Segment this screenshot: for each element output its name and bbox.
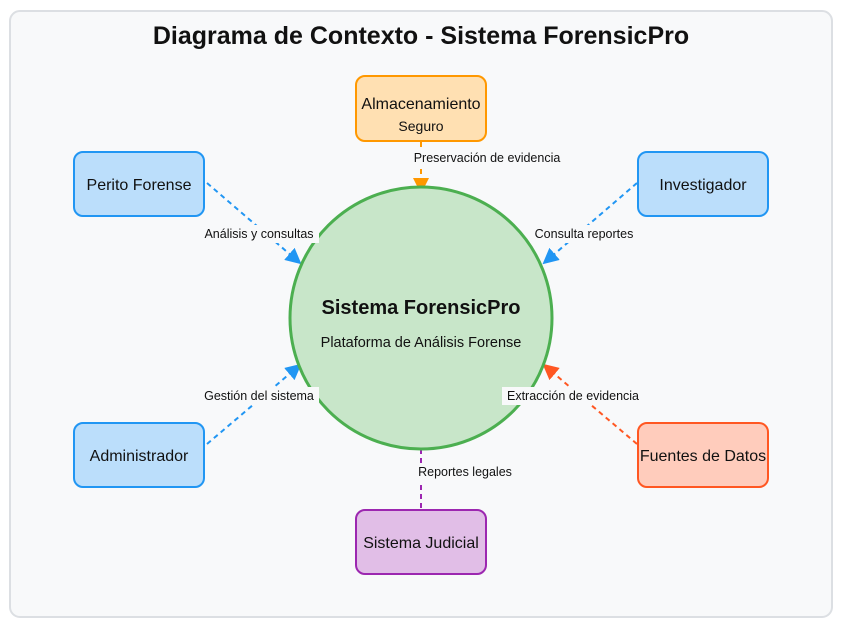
flow-investigador-label-bg [530,225,638,243]
flow-storage-label-bg [408,149,568,167]
entity-storage-box[interactable] [355,75,487,142]
flow-perito-label: Análisis y consultas [204,227,313,241]
entity-storage-line2: Seguro [398,118,443,134]
flow-fuentes-line [542,363,638,445]
system-circle[interactable] [288,185,554,451]
entity-storage[interactable]: Almacenamiento Seguro [355,75,487,142]
entity-judicial-label: Sistema Judicial [363,535,479,552]
entity-storage-line1: Almacenamiento [361,96,480,113]
entity-fuentes-box[interactable] [637,422,769,488]
flow-storage-label: Preservación de evidencia [414,151,561,165]
entity-perito-box[interactable] [73,151,205,217]
entity-administrador[interactable]: Administrador [73,422,205,488]
diagram-title: Diagrama de Contexto - Sistema ForensicP… [153,22,689,50]
entity-perito[interactable]: Perito Forense [73,151,205,217]
flow-administrador [206,363,302,445]
entity-administrador-box[interactable] [73,422,205,488]
entity-investigador-label: Investigador [659,177,747,194]
flow-perito [206,182,302,265]
flow-judicial-label: Reportes legales [418,465,512,479]
flow-fuentes [542,363,638,445]
system-subtitle: Plataforma de Análisis Forense [321,335,522,351]
system-name: Sistema ForensicPro [322,297,521,319]
flow-administrador-line [206,363,302,445]
entity-judicial[interactable]: Sistema Judicial [355,509,487,575]
entity-judicial-box[interactable] [355,509,487,575]
flow-fuentes-label-bg [502,387,644,405]
flow-judicial-label-bg [413,463,517,481]
entity-investigador-box[interactable] [637,151,769,217]
flow-administrador-label: Gestión del sistema [204,389,314,403]
entity-perito-label: Perito Forense [87,177,192,194]
flow-fuentes-label: Extracción de evidencia [507,389,639,403]
entity-fuentes-label: Fuentes de Datos [640,448,766,465]
flow-perito-label-bg [199,225,319,243]
flow-administrador-label-bg [199,387,319,405]
flow-investigador-line [542,182,638,265]
entity-investigador[interactable]: Investigador [637,151,769,217]
flow-investigador-label: Consulta reportes [535,227,634,241]
entity-administrador-label: Administrador [90,448,189,465]
flow-investigador [542,182,638,265]
entity-fuentes[interactable]: Fuentes de Datos [637,422,769,488]
system-node[interactable]: Sistema ForensicPro Plataforma de Anális… [288,185,554,451]
flow-perito-line [206,182,302,265]
